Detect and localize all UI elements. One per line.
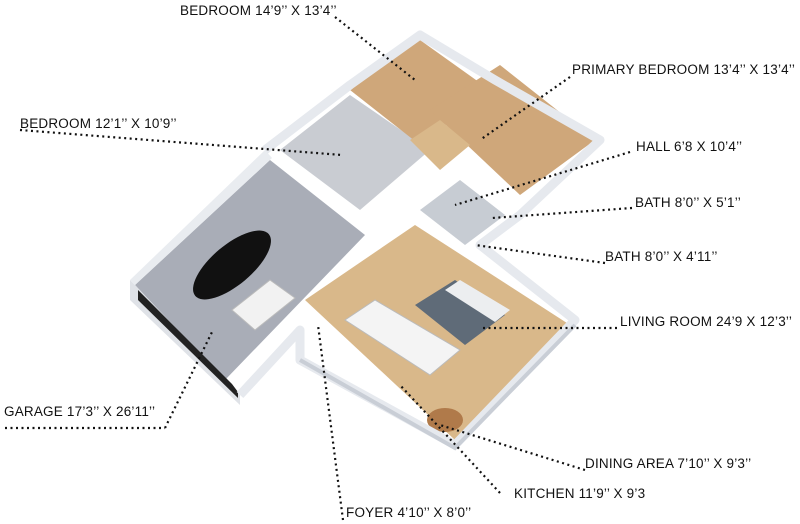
living-rug (415, 280, 505, 345)
label-primary-bedroom: PRIMARY BEDROOM 13’4’’ X 13’4’’ (572, 62, 796, 77)
leader-dining-area (439, 423, 586, 472)
label-foyer: FOYER 4’10’’ X 8’0’’ (346, 505, 472, 520)
front-wall-shadow (299, 323, 577, 451)
label-bath-2: BATH 8’0’’ X 4’11’’ (605, 249, 718, 264)
leader-lines (5, 16, 633, 521)
outer-walls (236, 30, 605, 450)
leader-foyer (316, 324, 345, 521)
leader-bedroom-top (334, 16, 416, 81)
primary-bedroom-floor (430, 65, 595, 195)
leader-bath-1 (491, 206, 633, 220)
sofa (445, 280, 510, 322)
garage-bench (231, 279, 296, 331)
left-bedroom-floor (280, 95, 430, 210)
label-kitchen: KITCHEN 11’9’’ X 9’3 (514, 486, 646, 501)
label-bedroom-left: BEDROOM 12’1’’ X 10’9’’ (20, 116, 177, 131)
label-bedroom-top: BEDROOM 14’9’’ X 13’4’’ (180, 3, 337, 18)
living-room-floor (305, 225, 570, 440)
car (193, 230, 271, 300)
leader-kitchen (399, 384, 501, 494)
garage-door (138, 290, 238, 398)
dining-table (427, 408, 463, 432)
label-hall: HALL 6’8 X 10’4’’ (636, 139, 743, 154)
kitchen-island (344, 299, 461, 376)
garage-top-wall (130, 150, 272, 285)
hall-floor (410, 120, 470, 170)
leader-primary-bedroom (479, 76, 571, 141)
label-dining-area: DINING AREA 7’10’’ X 9’3’’ (585, 456, 752, 471)
leader-bedroom-left (19, 128, 343, 157)
label-bath-1: BATH 8’0’’ X 5’1’’ (635, 195, 741, 210)
label-living-room: LIVING ROOM 24’9 X 12’3’’ (620, 314, 793, 329)
bath-floor (420, 180, 505, 245)
top-bedroom-floor (350, 40, 490, 145)
label-garage: GARAGE 17’3’’ X 26’11’’ (4, 404, 156, 419)
leader-garage-up (164, 329, 214, 429)
